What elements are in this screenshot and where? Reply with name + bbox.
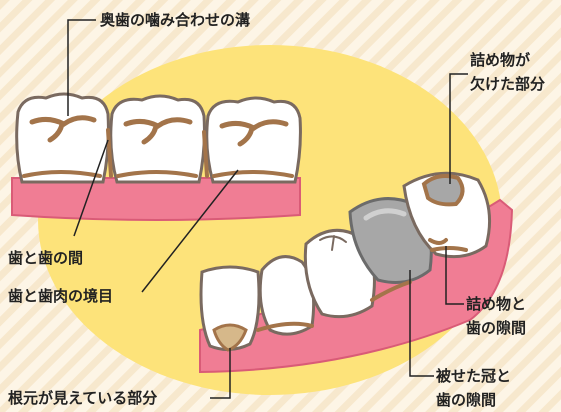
label-filling-gap-line2: 歯の隙間 bbox=[466, 319, 527, 337]
leader-root bbox=[210, 348, 231, 399]
label-gum-boundary-text: 歯と歯肉の境目 bbox=[8, 287, 114, 305]
label-chipped-line1: 詰め物が bbox=[470, 51, 531, 69]
leader-filling-gap bbox=[445, 246, 464, 305]
groove-stain-2 bbox=[123, 117, 193, 145]
leader-boundary bbox=[141, 169, 239, 293]
label-chipped: 詰め物が 欠けた部分 bbox=[470, 48, 545, 96]
leader-crown-gap bbox=[409, 270, 434, 377]
chipped-filling bbox=[421, 174, 465, 207]
label-between-teeth: 歯と歯の間 bbox=[8, 246, 83, 270]
premolar-2 bbox=[303, 228, 376, 319]
label-exposed-root-text: 根元が見えている部分 bbox=[8, 389, 158, 407]
label-crown-gap: 被せた冠と 歯の隙間 bbox=[436, 364, 511, 412]
leader-groove bbox=[67, 19, 96, 116]
label-gum-boundary: 歯と歯肉の境目 bbox=[8, 284, 113, 308]
molar-2 bbox=[109, 94, 206, 184]
leader-between bbox=[73, 139, 109, 237]
lower-gumline-stain bbox=[256, 246, 468, 332]
label-groove: 奥歯の噛み合わせの溝 bbox=[100, 8, 250, 32]
label-groove-text: 奥歯の噛み合わせの溝 bbox=[100, 11, 251, 29]
groove-stain-3 bbox=[219, 119, 289, 147]
label-crown-gap-line2: 歯の隙間 bbox=[436, 391, 497, 409]
jaw-group-bottom bbox=[199, 171, 514, 374]
crowned-tooth bbox=[348, 197, 433, 284]
gum-top bbox=[11, 177, 301, 221]
premolar-2-groove bbox=[319, 235, 347, 251]
molar-3 bbox=[205, 96, 302, 184]
label-exposed-root: 根元が見えている部分 bbox=[8, 386, 157, 410]
leader-chipped bbox=[449, 73, 468, 184]
leader-lines bbox=[67, 19, 468, 399]
interdental-stain bbox=[106, 128, 209, 178]
exposed-root-stain bbox=[212, 323, 248, 352]
label-filling-gap-line1: 詰め物と bbox=[466, 295, 527, 313]
label-filling-gap: 詰め物と 歯の隙間 bbox=[466, 292, 526, 340]
gumline-stain bbox=[22, 170, 294, 178]
groove-stain-1 bbox=[29, 115, 97, 143]
crown-highlight bbox=[363, 208, 407, 221]
label-crown-gap-line1: 被せた冠と bbox=[436, 367, 512, 385]
label-between-teeth-text: 歯と歯の間 bbox=[8, 249, 84, 267]
molar-group-top bbox=[11, 92, 302, 221]
filling-gap-stain bbox=[428, 238, 448, 245]
label-chipped-line2: 欠けた部分 bbox=[470, 75, 546, 93]
molar-1 bbox=[15, 92, 110, 184]
